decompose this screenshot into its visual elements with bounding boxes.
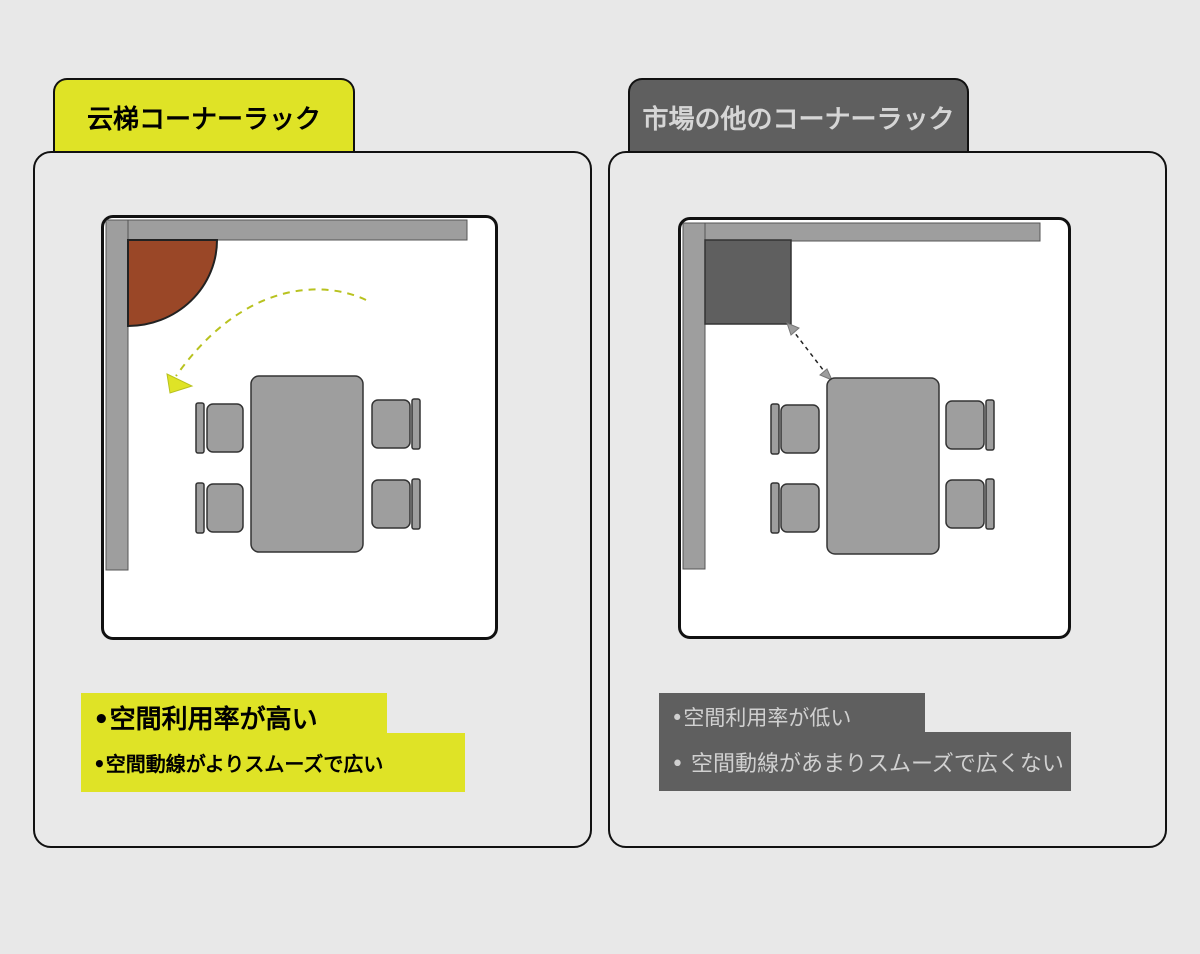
chair-left-bottom-back bbox=[195, 482, 205, 534]
right-room-floorplan bbox=[678, 217, 1071, 639]
chair-right-bottom bbox=[371, 479, 411, 529]
chair-right-bottom-back bbox=[411, 478, 421, 530]
chair-left-top-back bbox=[770, 403, 780, 455]
top-wall bbox=[107, 219, 468, 241]
tab-yunti-corner-rack: 云梯コーナーラック bbox=[53, 78, 355, 154]
right-bullet-2: • 空間動線があまりスムーズで広くない bbox=[659, 732, 1071, 791]
chair-left-bottom bbox=[780, 483, 820, 533]
chair-left-top bbox=[780, 404, 820, 454]
passage-arrow-head-bottom bbox=[819, 368, 833, 381]
corner-rack-square bbox=[704, 239, 792, 325]
swing-arrow-path bbox=[175, 288, 367, 377]
corner-rack-yunti bbox=[127, 239, 219, 328]
left-bullet-2-text: •空間動線がよりスムーズで広い bbox=[93, 752, 384, 776]
narrow-passage-line bbox=[790, 327, 828, 376]
right-floorplan-drawing bbox=[682, 222, 1041, 570]
left-title: 云梯コーナーラック bbox=[86, 104, 321, 135]
left-floorplan-drawing bbox=[105, 219, 468, 571]
chair-right-bottom-back bbox=[985, 478, 995, 530]
left-bullet-2: •空間動線がよりスムーズで広い bbox=[81, 733, 465, 792]
top-wall bbox=[683, 222, 1041, 242]
chair-right-bottom bbox=[945, 479, 985, 529]
left-wall bbox=[105, 219, 129, 571]
dining-table bbox=[826, 377, 940, 555]
right-bullet-1-text: •空間利用率が低い bbox=[671, 706, 852, 730]
dining-table bbox=[250, 375, 364, 553]
left-wall bbox=[682, 222, 706, 570]
chair-right-top-back bbox=[411, 398, 421, 450]
left-bullet-1-text: •空間利用率が高い bbox=[93, 704, 318, 735]
chair-left-bottom bbox=[206, 483, 244, 533]
chair-left-top-back bbox=[195, 402, 205, 454]
tab-other-corner-rack: 市場の他のコーナーラック bbox=[628, 78, 969, 154]
chair-right-top bbox=[371, 399, 411, 449]
right-bullet-2-text: • 空間動線があまりスムーズで広くない bbox=[671, 751, 1064, 777]
swing-arrow-head bbox=[166, 373, 194, 394]
chair-left-bottom-back bbox=[770, 482, 780, 534]
right-title: 市場の他のコーナーラック bbox=[642, 104, 955, 135]
chair-right-top bbox=[945, 400, 985, 450]
chair-left-top bbox=[206, 403, 244, 453]
chair-right-top-back bbox=[985, 399, 995, 451]
left-room-floorplan bbox=[101, 215, 498, 640]
passage-arrow-head-top bbox=[786, 322, 800, 336]
